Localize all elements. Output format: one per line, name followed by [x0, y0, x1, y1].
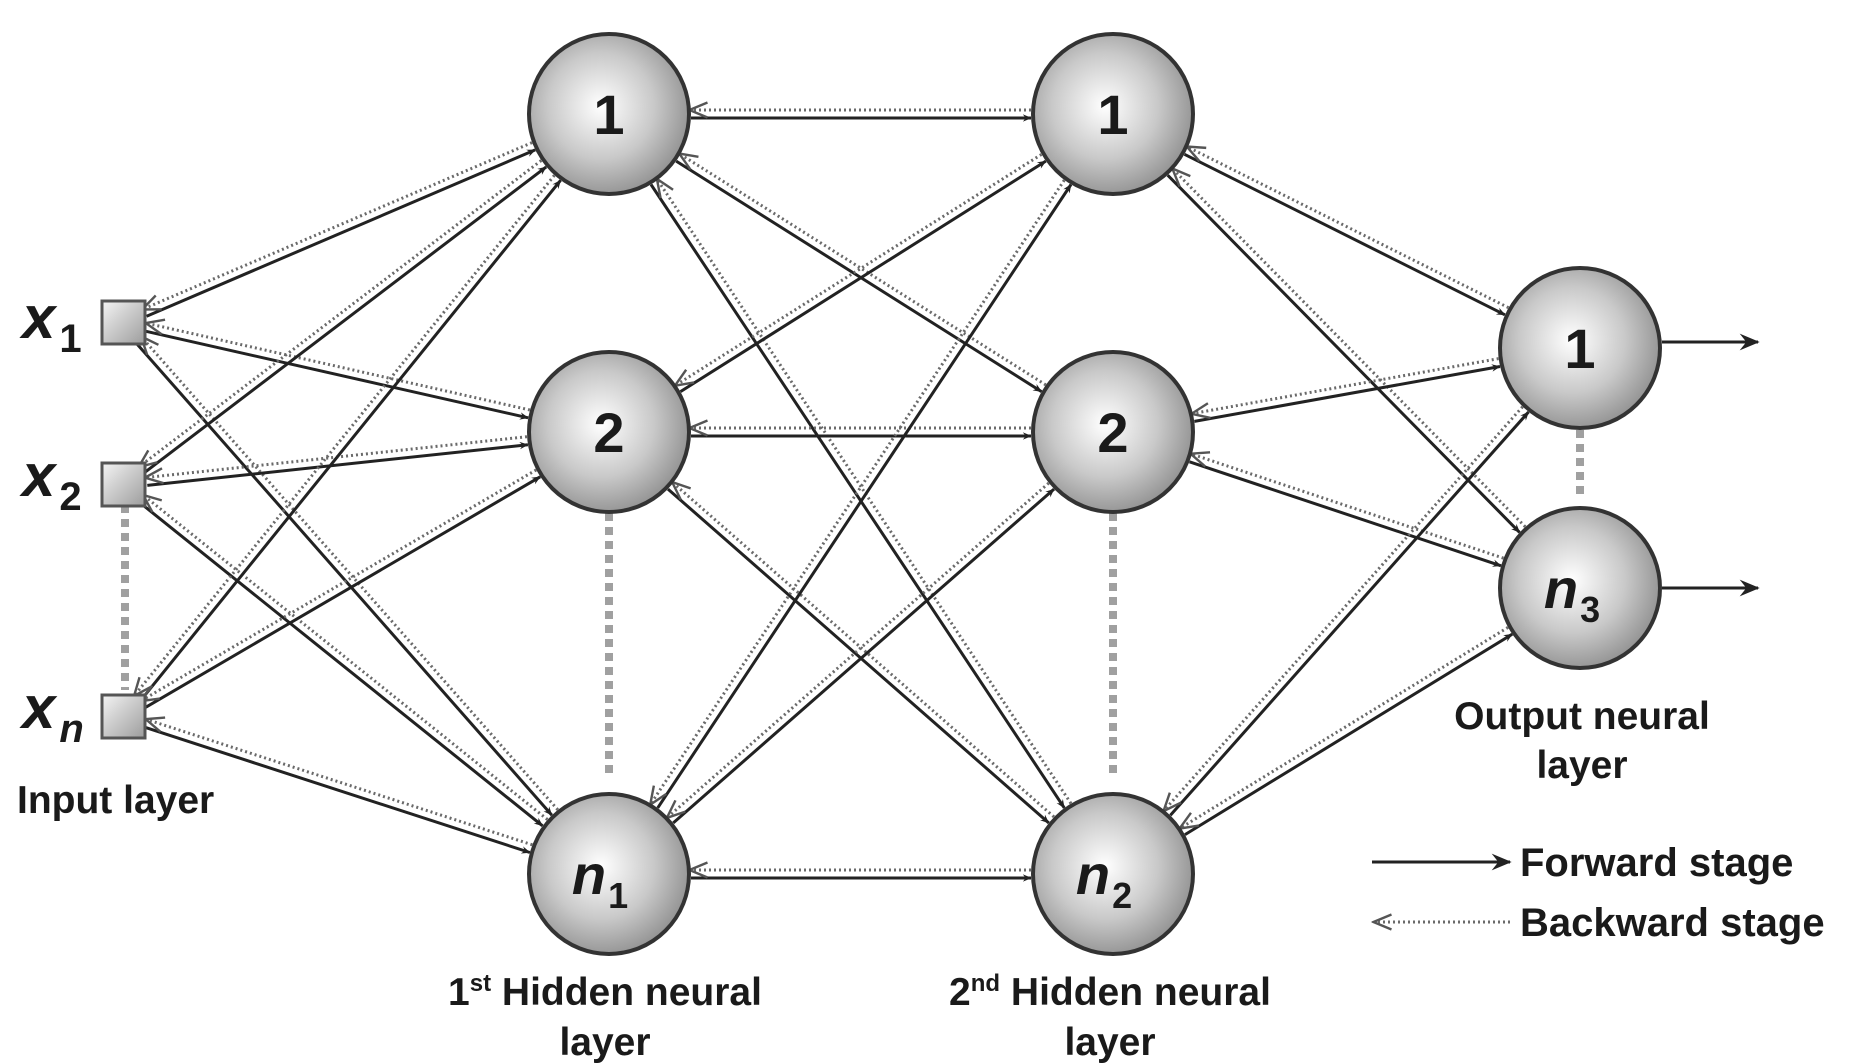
hidden2-caption-line2: layer — [1064, 1021, 1155, 1063]
forward-edge-hidden2-2-output-1 — [1184, 632, 1513, 836]
backward-edge-hidden1-1-input-2 — [142, 468, 537, 701]
hidden-layer-2: 1 2 n2 2nd Hidden neural layer — [949, 32, 1271, 1063]
input-node-xn — [100, 693, 147, 740]
hidden2-node-n2-label: n2 — [1076, 843, 1132, 916]
backward-edge-output-1-hidden2-0 — [1173, 170, 1527, 528]
backward-edge-hidden1-1-input-0 — [147, 323, 531, 412]
hidden1-node-1-label: 1 — [593, 83, 624, 146]
backward-edge-hidden1-0-input-2 — [135, 174, 556, 695]
connection-lines — [134, 110, 1530, 882]
hidden1-caption-line2: layer — [559, 1021, 650, 1063]
forward-edge-input-2-hidden1-0 — [140, 179, 562, 701]
backward-edge-hidden2-1-hidden1-0 — [681, 154, 1047, 387]
forward-edge-hidden2-0-output-1 — [1166, 174, 1521, 534]
backward-edge-hidden2-2-hidden1-1 — [673, 483, 1055, 819]
hidden1-caption-line1: 1st Hidden neural — [448, 970, 762, 1014]
forward-edge-hidden1-1-hidden2-2 — [667, 487, 1050, 825]
forward-edge-input-0-hidden1-2 — [134, 341, 553, 817]
forward-edge-input-0-hidden1-0 — [146, 148, 536, 318]
hidden1-node-1 — [527, 32, 691, 196]
output-node-n3-label: n3 — [1544, 557, 1600, 630]
input-node-x2 — [100, 461, 147, 508]
forward-edge-input-2-hidden1-1 — [144, 475, 541, 709]
output-layer: 1 n3 Output neural layer — [1454, 266, 1760, 787]
hidden-layer-1: 1 2 n1 1st Hidden neural layer — [448, 32, 762, 1063]
legend-backward-label: Backward stage — [1520, 901, 1825, 945]
hidden2-node-2-label: 2 — [1097, 401, 1128, 464]
hidden1-node-2-label: 2 — [593, 401, 624, 464]
output-caption-line1: Output neural — [1454, 695, 1710, 738]
forward-edge-input-1-hidden1-2 — [138, 500, 544, 827]
hidden2-node-n2 — [1031, 792, 1195, 956]
output-caption-line2: layer — [1536, 744, 1627, 787]
hidden2-node-2 — [1031, 350, 1195, 514]
forward-edge-hidden1-2-hidden2-1 — [672, 487, 1055, 825]
forward-edge-input-2-hidden1-2 — [144, 725, 531, 854]
backward-edge-hidden1-2-input-0 — [142, 337, 559, 811]
forward-edge-hidden1-0-hidden2-2 — [649, 183, 1066, 809]
output-node-n3 — [1498, 506, 1662, 670]
forward-edge-input-0-hidden1-1 — [145, 329, 529, 420]
backward-edge-hidden1-0-input-1 — [140, 159, 543, 467]
backward-edge-hidden1-0-input-0 — [144, 141, 533, 309]
forward-edge-hidden1-2-hidden2-0 — [656, 183, 1073, 809]
forward-edge-hidden2-2-output-0 — [1169, 411, 1530, 817]
backward-edge-hidden2-1-hidden1-2 — [668, 481, 1050, 817]
forward-edge-input-1-hidden1-1 — [147, 441, 529, 487]
legend: Forward stage Backward stage — [1372, 841, 1825, 945]
forward-edge-hidden2-1-output-1 — [1189, 460, 1502, 568]
forward-edge-hidden2-0-output-0 — [1183, 152, 1506, 317]
backward-edge-hidden2-2-hidden1-0 — [658, 180, 1073, 805]
output-node-1-label: 1 — [1564, 317, 1595, 380]
output-node-1 — [1498, 266, 1662, 430]
hidden1-node-2 — [527, 350, 691, 514]
backward-edge-output-0-hidden2-1 — [1193, 357, 1499, 414]
legend-forward-label: Forward stage — [1520, 841, 1793, 885]
forward-edge-input-1-hidden1-0 — [143, 165, 548, 474]
hidden1-node-n1-label: n1 — [572, 843, 628, 916]
backward-edge-hidden1-2-input-1 — [144, 496, 549, 821]
backward-edge-output-0-hidden2-0 — [1188, 147, 1510, 310]
hidden2-caption-line1: 2nd Hidden neural — [949, 970, 1271, 1014]
hidden2-node-1-label: 1 — [1097, 83, 1128, 146]
backward-edge-hidden2-0-hidden1-1 — [676, 153, 1043, 385]
forward-edge-hidden2-1-output-0 — [1194, 364, 1501, 423]
input-layer-caption: Input layer — [17, 779, 214, 822]
ellipsis-connectors — [121, 430, 1584, 778]
forward-edge-hidden1-0-hidden2-1 — [675, 159, 1043, 393]
hidden2-node-1 — [1031, 32, 1195, 196]
backward-edge-output-0-hidden2-2 — [1165, 405, 1524, 810]
hidden1-node-n1 — [527, 792, 691, 956]
backward-edge-output-1-hidden2-2 — [1181, 626, 1509, 827]
input-node-x1 — [100, 299, 147, 346]
backward-edge-hidden2-0-hidden1-2 — [651, 179, 1066, 803]
forward-edge-hidden1-1-hidden2-0 — [679, 159, 1047, 393]
